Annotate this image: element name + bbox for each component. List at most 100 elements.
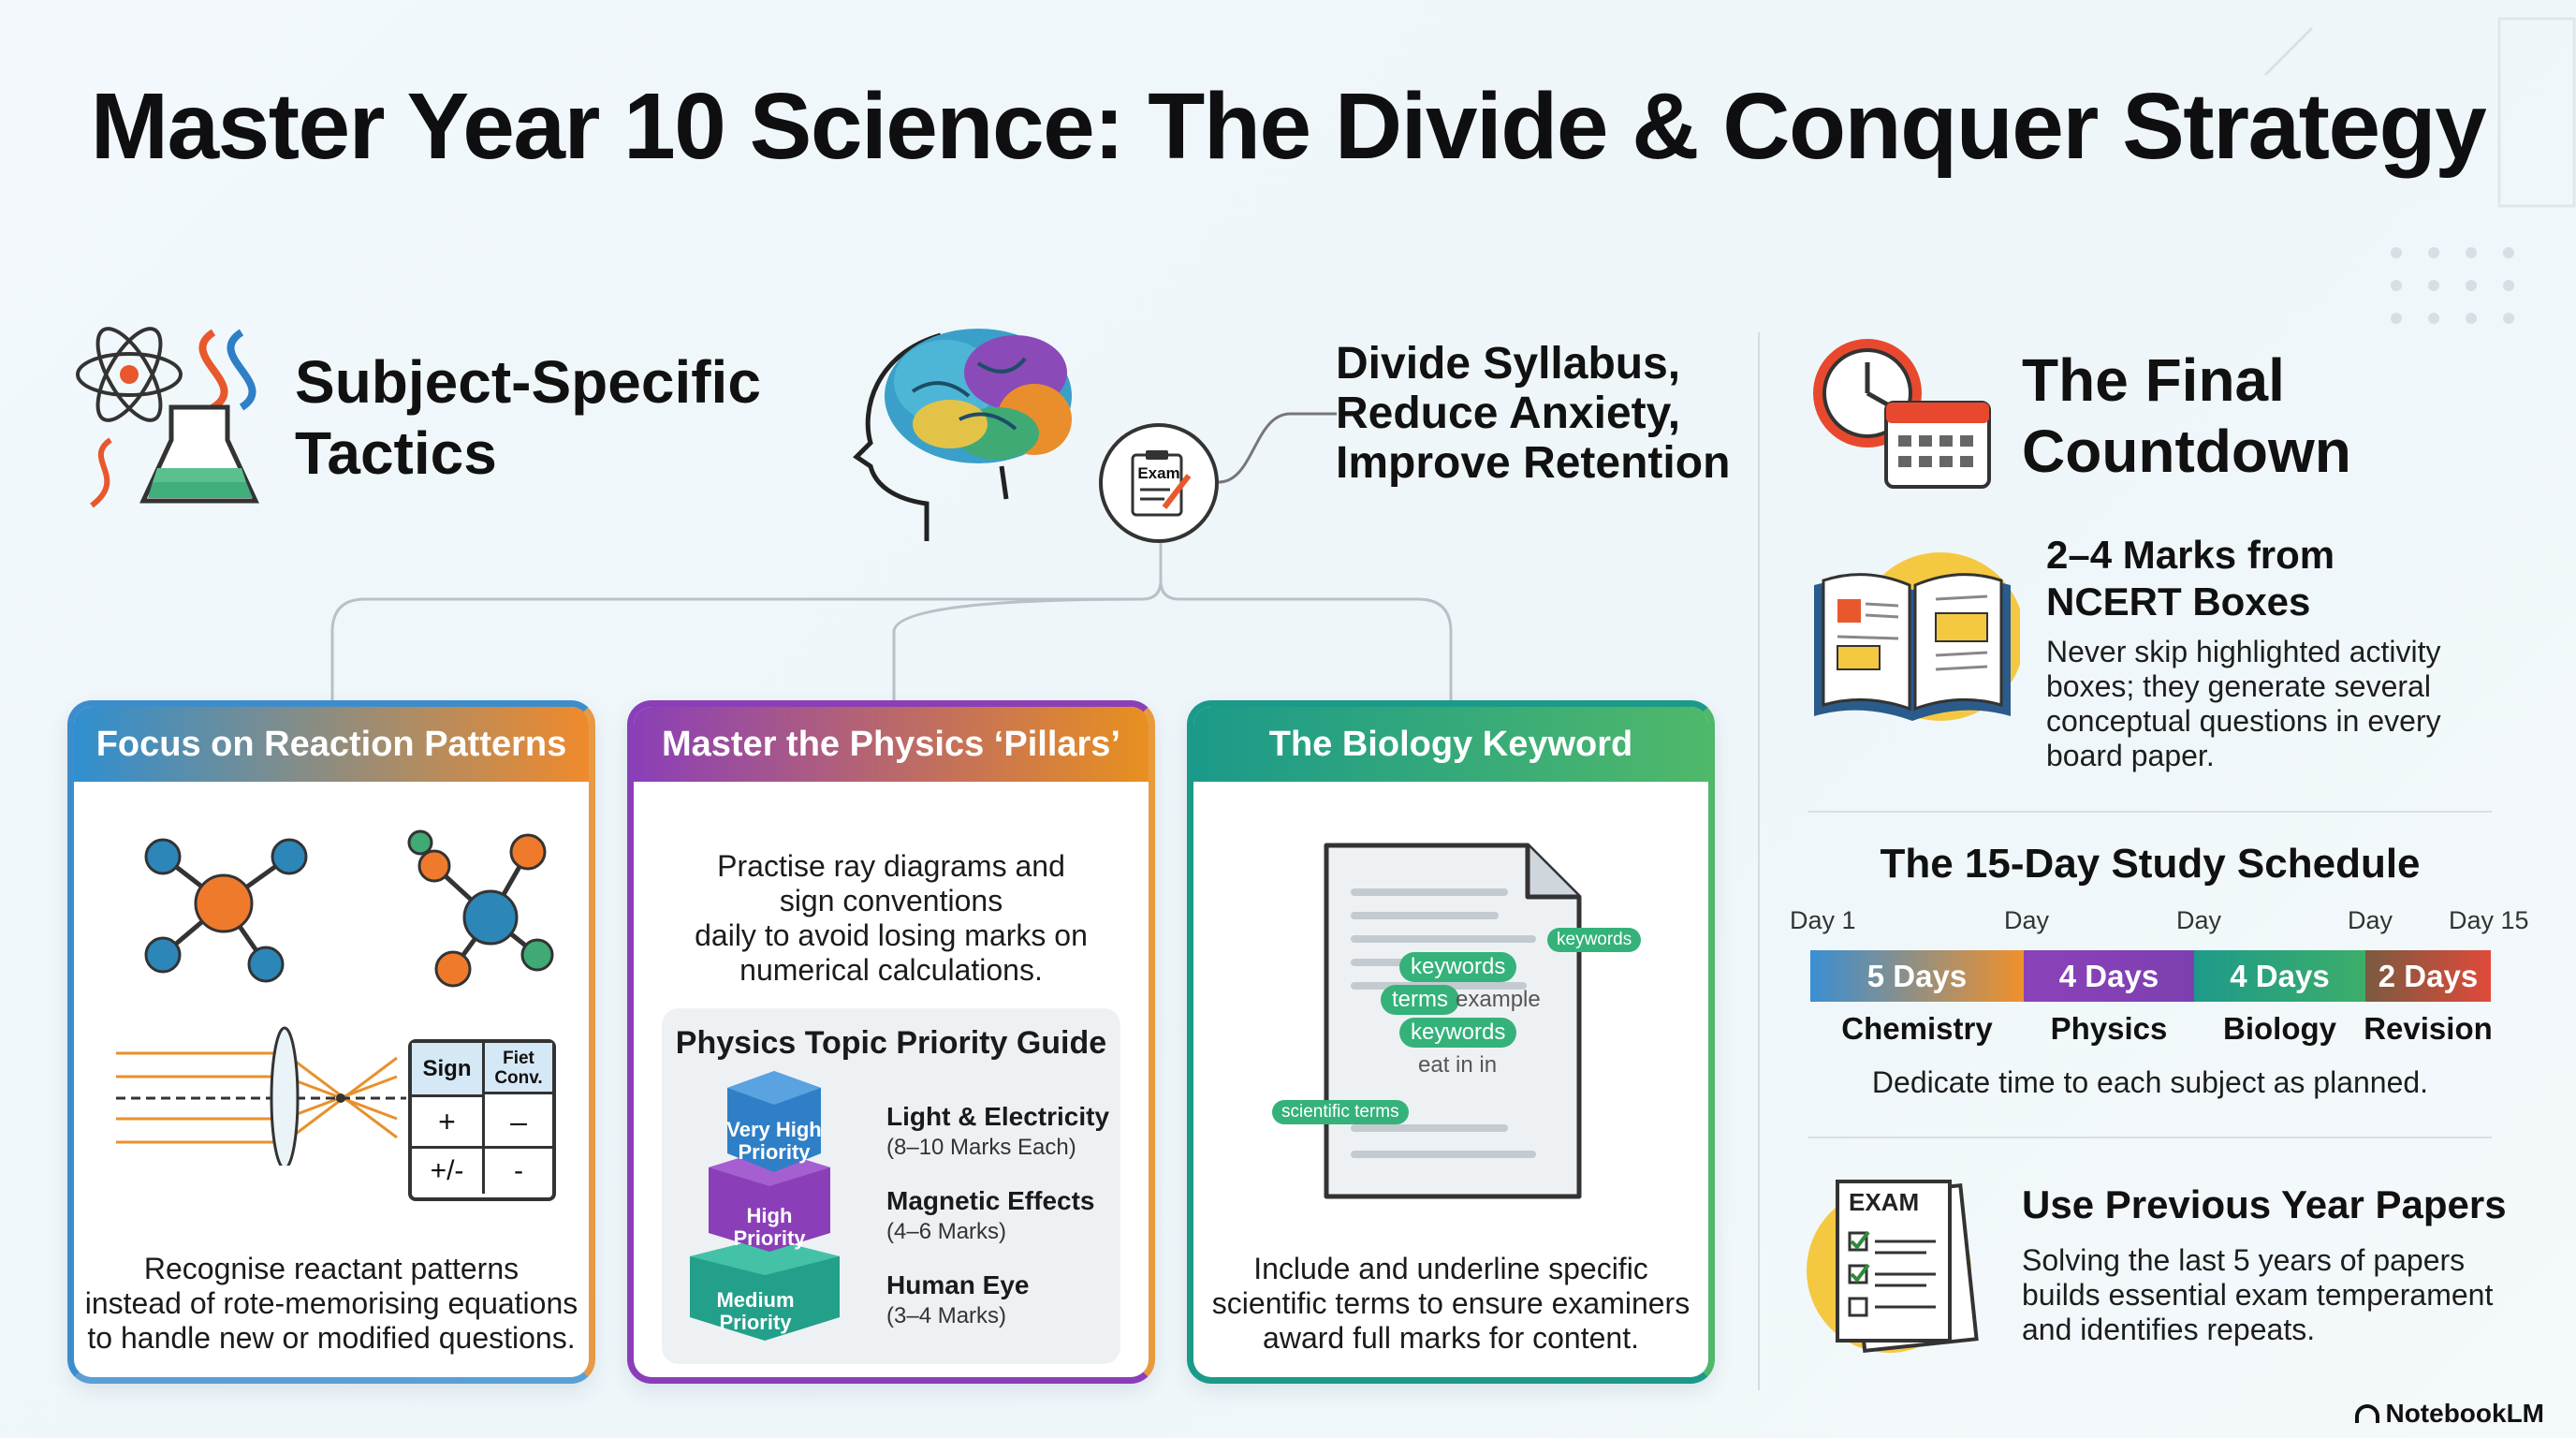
priority-topic: Magnetic Effects bbox=[886, 1186, 1095, 1215]
card-text-biology-keywords: Include and underline specific scientifi… bbox=[1193, 1252, 1708, 1356]
ncert-text-line: boxes; they generate several bbox=[2046, 669, 2431, 703]
card-text-line: numerical calculations. bbox=[739, 953, 1043, 987]
schedule-subject: Chemistry bbox=[1841, 1011, 1993, 1046]
open-book-icon bbox=[1814, 552, 2020, 721]
card-reaction-patterns: Focus on Reaction Patterns S bbox=[67, 700, 595, 1384]
schedule-caption: Dedicate time to each subject as planned… bbox=[1871, 1065, 2429, 1099]
card-physics-pillars: Master the Physics ‘Pillars’ Practise ra… bbox=[627, 700, 1155, 1384]
card-title-physics-pillars: Master the Physics ‘Pillars’ bbox=[634, 707, 1149, 782]
decorative-lines bbox=[2263, 17, 2576, 324]
tier-label-line: Priority bbox=[738, 1140, 811, 1164]
card-text-line: sign conventions bbox=[779, 884, 1003, 917]
ncert-title-line: NCERT Boxes bbox=[2046, 580, 2311, 624]
tier-label-line: Priority bbox=[733, 1226, 806, 1250]
connector-line bbox=[1218, 412, 1337, 484]
tier-label-line: Priority bbox=[719, 1311, 792, 1334]
keyword-tag: keywords bbox=[1547, 928, 1642, 952]
keyword-tag: terms bbox=[1381, 985, 1459, 1015]
right-heading-line1: The Final bbox=[2022, 346, 2285, 414]
card-text-line: Practise ray diagrams and bbox=[717, 849, 1065, 883]
keyword-tag: keywords bbox=[1399, 1018, 1517, 1048]
card-biology-keywords: The Biology Keyword Strategy keywords ke… bbox=[1187, 700, 1715, 1384]
exam-badge: Exam bbox=[1099, 423, 1219, 543]
ncert-title: 2–4 Marks from NCERT Boxes bbox=[2046, 532, 2334, 625]
right-section-heading: The Final Countdown bbox=[2022, 345, 2351, 487]
sign-table-cell: - bbox=[514, 1155, 523, 1186]
priority-pyramid-icon bbox=[690, 1071, 840, 1341]
card-text-line: scientific terms to ensure examiners bbox=[1211, 1286, 1690, 1320]
exam-papers-icon bbox=[1807, 1180, 1979, 1354]
card-text-physics-pillars: Practise ray diagrams and sign conventio… bbox=[634, 849, 1149, 988]
card-text-line: to handle new or modified questions. bbox=[87, 1321, 576, 1355]
notebooklm-logo-icon bbox=[2355, 1404, 2380, 1423]
card-text-line: Recognise reactant patterns bbox=[143, 1252, 520, 1285]
day-label: Day bbox=[2176, 906, 2222, 934]
day-label: Day 15 bbox=[2449, 906, 2529, 934]
day-label: Day 1 bbox=[1790, 906, 1856, 934]
schedule-subject: Physics bbox=[2050, 1011, 2168, 1046]
doc-text: example bbox=[1456, 987, 1541, 1012]
card-text-line: instead of rote-memorising equations bbox=[84, 1286, 578, 1320]
day-label: Day bbox=[2004, 906, 2050, 934]
sign-table-cell: +/- bbox=[412, 1149, 485, 1194]
priority-marks: (8–10 Marks Each) bbox=[886, 1135, 1076, 1160]
page-title: Master Year 10 Science: The Divide & Con… bbox=[90, 74, 2487, 179]
schedule-segment-physics: 4 Days bbox=[2024, 950, 2194, 1002]
left-section-heading: Subject-Specific Tactics bbox=[295, 346, 761, 489]
priority-marks: (4–6 Marks) bbox=[886, 1219, 1007, 1244]
tier-label-high: High Priority bbox=[713, 1205, 826, 1250]
left-heading-line2: Tactics bbox=[295, 419, 497, 487]
brain-head-icon bbox=[853, 329, 1072, 541]
schedule-segment-biology: 4 Days bbox=[2194, 950, 2365, 1002]
right-heading-line2: Countdown bbox=[2022, 418, 2351, 485]
keyword-tag: keywords bbox=[1399, 952, 1517, 982]
notebooklm-brand: NotebookLM bbox=[2355, 1399, 2544, 1429]
sign-table-h2a: Fiet bbox=[503, 1049, 534, 1068]
divider bbox=[1808, 811, 2492, 813]
science-icon bbox=[76, 327, 259, 508]
schedule-segment-chemistry: 5 Days bbox=[1810, 950, 2024, 1002]
divider bbox=[1808, 1137, 2492, 1138]
molecule-icons bbox=[144, 829, 554, 988]
tier-label-medium: Medium Priority bbox=[699, 1289, 812, 1334]
sign-table-cell: – bbox=[485, 1097, 552, 1149]
ncert-text-line: conceptual questions in every bbox=[2046, 704, 2441, 738]
ncert-text-line: Never skip highlighted activity bbox=[2046, 635, 2441, 668]
keyword-tag: scientific terms bbox=[1272, 1100, 1409, 1124]
section-divider bbox=[1758, 332, 1760, 1390]
ncert-description: Never skip highlighted activity boxes; t… bbox=[2046, 635, 2441, 773]
card-text-line: Include and underline specific bbox=[1253, 1252, 1648, 1285]
schedule-subject: Biology bbox=[2223, 1011, 2336, 1046]
day-label: Day bbox=[2348, 906, 2393, 934]
tier-label-line: High bbox=[746, 1204, 793, 1227]
ray-diagram-icon bbox=[116, 1026, 406, 1166]
card-text-reaction-patterns: Recognise reactant patterns instead of r… bbox=[74, 1252, 589, 1356]
sign-table-h2b: Conv. bbox=[494, 1068, 543, 1088]
tree-connectors bbox=[330, 543, 1453, 702]
sign-table-header-conv: Fiet Conv. bbox=[485, 1043, 552, 1094]
priority-marks: (3–4 Marks) bbox=[886, 1303, 1007, 1328]
ncert-text-line: board paper. bbox=[2046, 739, 2215, 772]
doc-text: eat in in bbox=[1418, 1052, 1498, 1078]
physics-priority-guide: Physics Topic Priority Guide Very High P… bbox=[662, 1008, 1120, 1364]
papers-description: Solving the last 5 years of papers build… bbox=[2022, 1243, 2493, 1347]
sign-table-cell: + bbox=[412, 1097, 485, 1149]
priority-topic: Light & Electricity bbox=[886, 1102, 1110, 1131]
card-title-reaction-patterns: Focus on Reaction Patterns bbox=[74, 707, 589, 782]
exam-badge-label: Exam bbox=[1137, 464, 1180, 482]
tier-label-line: Very High bbox=[726, 1118, 822, 1141]
sign-convention-table: Sign Fiet Conv. + – +/- - bbox=[408, 1039, 556, 1201]
ncert-title-line: 2–4 Marks from bbox=[2046, 533, 2335, 577]
exam-paper-label: EXAM bbox=[1849, 1188, 1920, 1216]
tier-label-line: Medium bbox=[716, 1288, 795, 1312]
papers-text-line: and identifies repeats. bbox=[2022, 1313, 2316, 1346]
papers-text-line: Solving the last 5 years of papers bbox=[2022, 1243, 2466, 1277]
card-title-biology-keywords: The Biology Keyword Strategy bbox=[1193, 707, 1708, 839]
tagline: Divide Syllabus, Reduce Anxiety, Improve… bbox=[1336, 339, 1730, 488]
priority-topic: Human Eye bbox=[886, 1270, 1030, 1299]
left-heading-line1: Subject-Specific bbox=[295, 348, 761, 416]
exam-clipboard-icon bbox=[1131, 450, 1192, 517]
tier-label-very-high: Very High Priority bbox=[718, 1119, 830, 1164]
tagline-line3: Improve Retention bbox=[1336, 438, 1731, 488]
clock-calendar-icon bbox=[1813, 339, 1991, 489]
